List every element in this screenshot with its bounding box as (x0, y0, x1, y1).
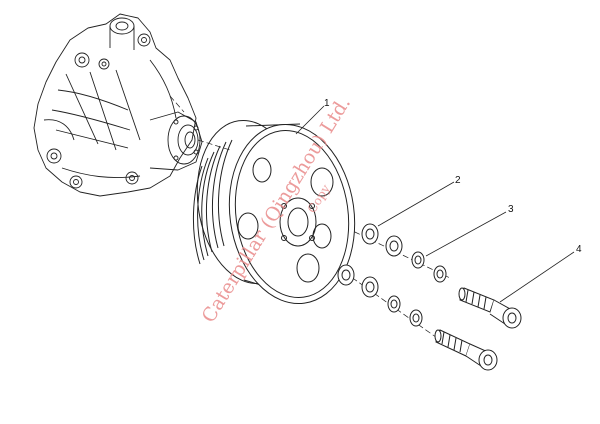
bolt-lower (434, 329, 498, 371)
washer-lower-2 (361, 276, 379, 298)
lock-washers (387, 251, 447, 327)
callout-3: 3 (508, 204, 514, 215)
washer-lower-1 (337, 264, 355, 286)
water-pump-housing (33, 13, 203, 197)
bolt-upper (458, 287, 522, 329)
callout-2: 2 (455, 175, 461, 186)
lock-washer-upper-2 (433, 265, 447, 283)
callout-4: 4 (576, 244, 582, 255)
leader-lines (295, 105, 575, 303)
lock-washer-lower-1 (387, 295, 401, 313)
washers (337, 223, 403, 298)
washer-upper-1 (361, 223, 379, 245)
lock-washer-upper-1 (411, 251, 425, 269)
lock-washer-lower-2 (409, 309, 423, 327)
washer-upper-2 (385, 235, 403, 257)
callout-1: 1 (324, 98, 330, 109)
pulley (192, 119, 356, 305)
